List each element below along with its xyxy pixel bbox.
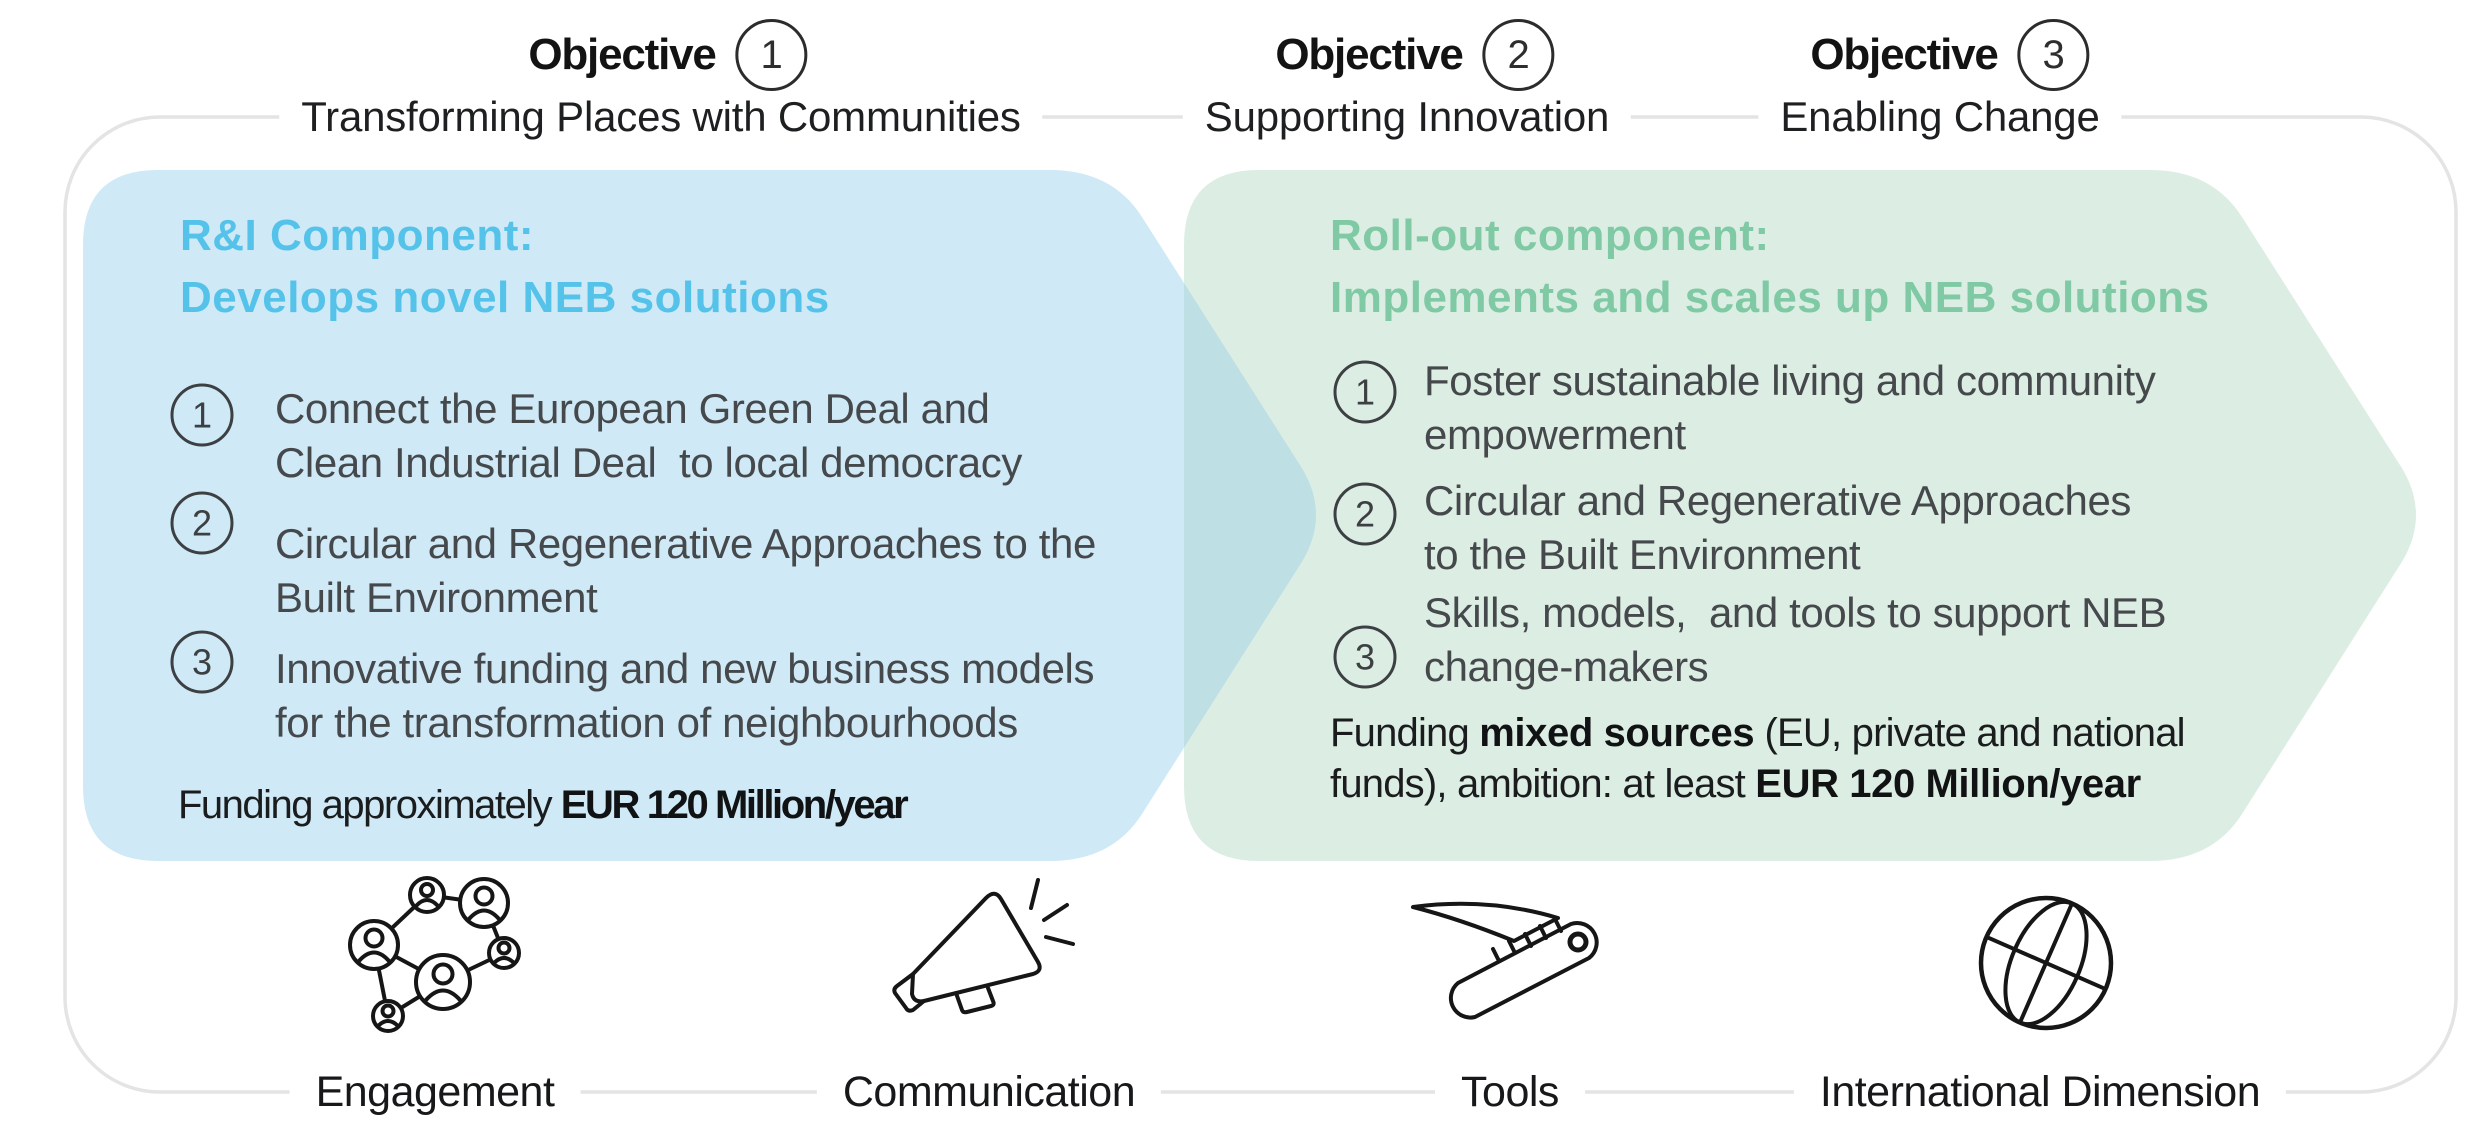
green-funding-line2-prefix: funds), ambition: at least xyxy=(1330,762,1756,806)
blue-box-heading: R&I Component: Develops novel NEB soluti… xyxy=(180,205,830,329)
objective-2-header: Objective 2 xyxy=(1275,19,1555,91)
blue-item-3-line1: Innovative funding and new business mode… xyxy=(275,645,1095,692)
objective-3-number-badge: 3 xyxy=(2017,19,2090,91)
green-item-1-number: 1 xyxy=(1333,360,1397,424)
bottom-label-tools: Tools xyxy=(1435,1066,1585,1118)
blue-item-2-line1: Circular and Regenerative Approaches to … xyxy=(275,520,1096,567)
green-box-funding-line1: Funding mixed sources (EU, private and n… xyxy=(1330,708,2186,759)
blue-item-2-line2: Built Environment xyxy=(275,574,598,621)
green-funding-amount: EUR 120 Million/year xyxy=(1755,762,2141,806)
green-box-heading: Roll-out component: Implements and scale… xyxy=(1330,205,2210,329)
blue-item-1-line1: Connect the European Green Deal and xyxy=(275,385,990,432)
blue-box-funding: Funding approximately EUR 120 Million/ye… xyxy=(178,780,909,831)
green-funding-suffix: (EU, private and national xyxy=(1754,711,2186,755)
green-box-funding-line2: funds), ambition: at least EUR 120 Milli… xyxy=(1330,759,2185,810)
blue-box-heading-line1: R&I Component: xyxy=(180,211,535,260)
green-item-2-number: 2 xyxy=(1333,482,1397,546)
person-node-b xyxy=(458,877,510,929)
green-item-3-line2: change-makers xyxy=(1424,643,1709,690)
green-item-1-line1: Foster sustainable living and community xyxy=(1424,357,2156,404)
blue-item-3-number: 3 xyxy=(170,630,234,694)
green-item-2-text: Circular and Regenerative Approaches to … xyxy=(1424,474,2131,582)
bottom-label-communication: Communication xyxy=(816,1066,1162,1118)
green-item-3-text: Skills, models, and tools to support NEB… xyxy=(1424,586,2167,694)
green-item-2-line1: Circular and Regenerative Approaches xyxy=(1424,477,2132,524)
objective-1-subtitle: Transforming Places with Communities xyxy=(279,92,1043,142)
green-funding-prefix: Funding xyxy=(1330,711,1480,755)
objective-1-header: Objective 1 xyxy=(528,19,808,91)
objective-1-label: Objective xyxy=(528,30,716,79)
objective-2-number-badge: 2 xyxy=(1482,19,1555,91)
blue-item-1-line2: Clean Industrial Deal to local democracy xyxy=(275,439,1022,486)
objective-1-number-badge: 1 xyxy=(735,19,808,91)
objective-3-label: Objective xyxy=(1810,30,1998,79)
blue-item-1-text: Connect the European Green Deal and Clea… xyxy=(275,382,1022,490)
blue-item-2-number: 2 xyxy=(170,491,234,555)
objective-2-label: Objective xyxy=(1275,30,1463,79)
green-box-funding: Funding mixed sources (EU, private and n… xyxy=(1330,708,2186,810)
blue-box-funding-amount: EUR 120 Million/year xyxy=(560,783,909,827)
green-item-1-line2: empowerment xyxy=(1424,411,1686,458)
blue-item-2-text: Circular and Regenerative Approaches to … xyxy=(275,517,1096,625)
green-item-2-line2: to the Built Environment xyxy=(1424,531,1861,578)
person-node-f xyxy=(371,999,405,1033)
green-item-1-text: Foster sustainable living and community … xyxy=(1424,354,2156,462)
blue-item-3-line2: for the transformation of neighbourhoods xyxy=(275,699,1018,746)
pocket-knife-icon xyxy=(1411,901,1599,1020)
green-funding-mixed-sources: mixed sources xyxy=(1479,711,1755,755)
green-shape xyxy=(1184,170,2416,861)
green-box-heading-line2: Implements and scales up NEB solutions xyxy=(1330,273,2210,322)
bottom-label-engagement: Engagement xyxy=(289,1066,581,1118)
bottom-label-international: International Dimension xyxy=(1793,1066,2287,1118)
green-item-3-number: 3 xyxy=(1333,625,1397,689)
megaphone-icon xyxy=(892,878,1075,1015)
blue-item-3-text: Innovative funding and new business mode… xyxy=(275,642,1094,750)
objective-2-subtitle: Supporting Innovation xyxy=(1182,92,1632,142)
blue-shape xyxy=(83,170,1316,861)
blue-item-1-number: 1 xyxy=(170,383,234,447)
person-node-c xyxy=(348,919,400,971)
objective-3-header: Objective 3 xyxy=(1810,19,2090,91)
globe-icon xyxy=(1978,895,2114,1031)
green-item-3-line1: Skills, models, and tools to support NEB xyxy=(1424,589,2167,636)
objective-3-subtitle: Enabling Change xyxy=(1758,92,2122,142)
people-network-icon xyxy=(348,876,521,1033)
green-box-heading-line1: Roll-out component: xyxy=(1330,211,1770,260)
person-node-e xyxy=(414,953,472,1011)
person-node-a xyxy=(408,876,446,914)
blue-box-heading-line2: Develops novel NEB solutions xyxy=(180,273,830,322)
blue-box-funding-prefix: Funding approximately xyxy=(178,783,561,827)
person-node-d xyxy=(487,936,521,970)
